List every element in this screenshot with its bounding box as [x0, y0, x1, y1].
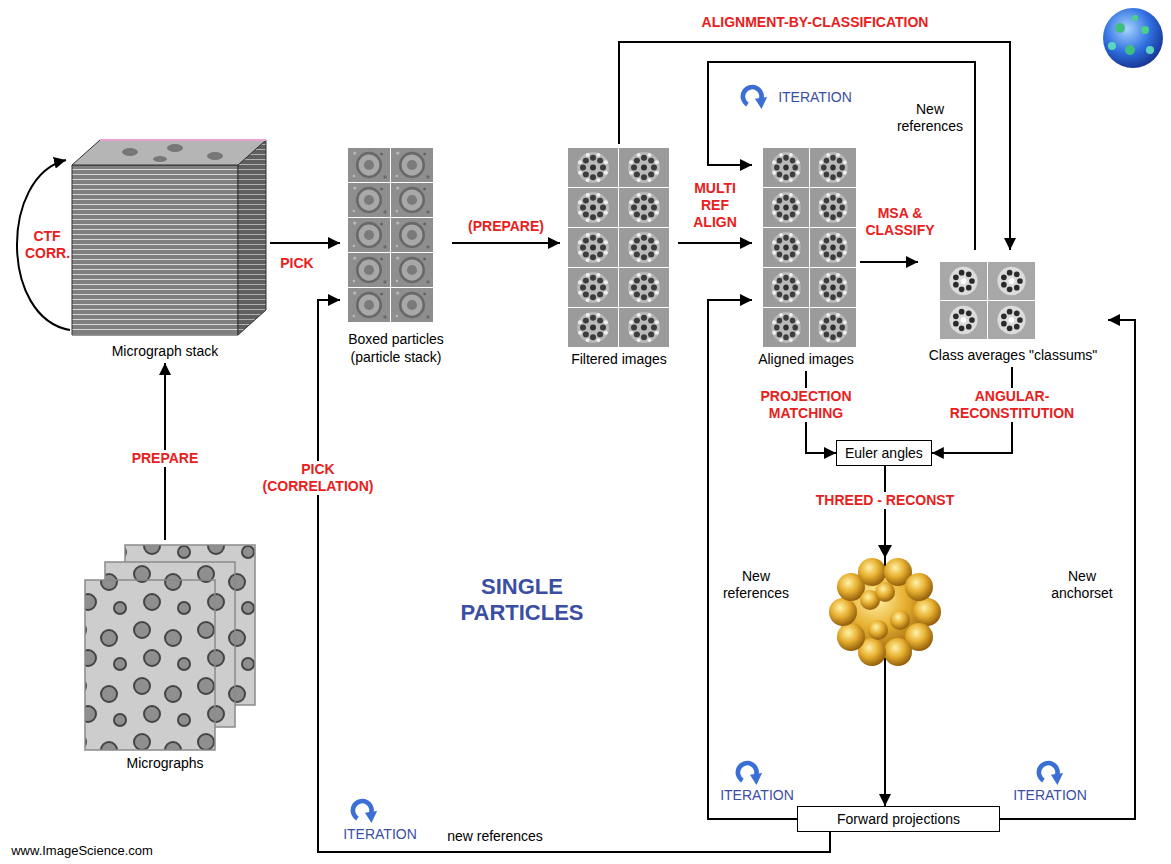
step-label: New references [890, 101, 970, 135]
label-holder: ANGULAR-RECONSTITUTION [937, 388, 1087, 422]
label-holder: ITERATION [1011, 787, 1089, 804]
node-caption: Micrograph stack [64, 342, 266, 360]
label-holder: New references [714, 568, 798, 602]
reconstruction-map [829, 545, 941, 666]
flow-arrow [708, 62, 975, 250]
step-label: ALIGNMENT-BY-CLASSIFICATION [700, 14, 931, 31]
node-caption: Euler angles [845, 444, 923, 462]
step-label: MSA & CLASSIFY [860, 205, 940, 239]
aligned-images-panel: Aligned images [752, 144, 860, 371]
label-holder: MSA & CLASSIFY [860, 205, 940, 239]
step-label: CTF CORR. [23, 228, 71, 262]
iteration-label: ITERATION [718, 787, 796, 804]
loop-note: new references [445, 828, 545, 845]
step-label: New references [714, 568, 798, 602]
filtered-image-tiles [568, 148, 669, 347]
particle-stack-panel: Boxed particles (particle stack) [340, 144, 452, 369]
micrograph-panel: Micrographs [70, 540, 260, 775]
step-label: MULTI REF ALIGN [686, 180, 744, 231]
boxed-particle-tiles [348, 148, 433, 322]
flow-arrow [318, 300, 830, 852]
node-caption: Filtered images [564, 350, 674, 368]
label-holder: ITERATION [718, 787, 796, 804]
ctf-loop-arrow [17, 160, 70, 330]
flow-arrow [708, 300, 797, 819]
label-holder: ITERATION [341, 826, 419, 843]
step-label: THREED - RECONST [814, 492, 956, 509]
micrograph-stack-drawing [72, 140, 266, 335]
node-caption: Class averages "classums" [922, 346, 1104, 364]
aligned-image-tiles [763, 148, 856, 347]
iteration-label: ITERATION [776, 89, 854, 106]
label-holder: (PREPARE) [466, 218, 546, 235]
step-label: PICK (CORRELATION) [253, 461, 383, 495]
label-holder: CTF CORR. [23, 228, 71, 262]
node-caption: Aligned images [756, 350, 856, 368]
micrograph-sheets-drawing [85, 545, 255, 750]
corner-map-icon [1103, 8, 1163, 68]
label-holder: New anchorset [1040, 568, 1124, 602]
step-label: ANGULAR-RECONSTITUTION [937, 388, 1087, 422]
iteration-label: ITERATION [1011, 787, 1089, 804]
step-label: PREPARE [130, 450, 201, 467]
flow-arrow [270, 242, 340, 244]
step-label: New anchorset [1040, 568, 1124, 602]
label-holder: PICK [278, 255, 315, 272]
diagram-title: SINGLE PARTICLES [437, 574, 607, 626]
iteration-label: ITERATION [341, 826, 419, 843]
label-holder: ITERATION [776, 89, 854, 106]
process-box: Forward projections [797, 806, 1000, 832]
class-averages-panel: Class averages "classums" [918, 250, 1108, 367]
flow-arrow [860, 261, 918, 263]
node-caption: Micrographs [74, 754, 256, 772]
step-label: PROJECTION MATCHING [756, 388, 856, 422]
label-holder: THREED - RECONST [814, 492, 956, 509]
filtered-images-panel: Filtered images [560, 144, 678, 371]
step-label: (PREPARE) [466, 218, 546, 235]
label-holder: PICK (CORRELATION) [253, 461, 383, 495]
iteration-icons [353, 87, 1063, 823]
micrograph-stack-panel: Micrograph stack [60, 136, 270, 363]
node-caption: Boxed particles (particle stack) [344, 330, 448, 366]
label-holder: PREPARE [130, 450, 201, 467]
label-holder: new references [445, 828, 545, 845]
label-holder: MULTI REF ALIGN [686, 180, 744, 231]
label-holder: SINGLE PARTICLES [437, 574, 607, 626]
node-caption: Forward projections [806, 810, 991, 828]
label-holder: New references [890, 101, 970, 135]
watermark: www.ImageScience.com [9, 842, 155, 859]
flow-arrow [452, 242, 560, 244]
label-holder: www.ImageScience.com [9, 842, 155, 859]
step-label: PICK [278, 255, 315, 272]
class-average-tiles [940, 262, 1035, 339]
flow-arrow [619, 42, 1010, 250]
label-holder: ALIGNMENT-BY-CLASSIFICATION [700, 14, 931, 31]
flow-arrow [678, 242, 752, 244]
label-holder: PROJECTION MATCHING [756, 388, 856, 422]
process-box: Euler angles [836, 440, 932, 466]
